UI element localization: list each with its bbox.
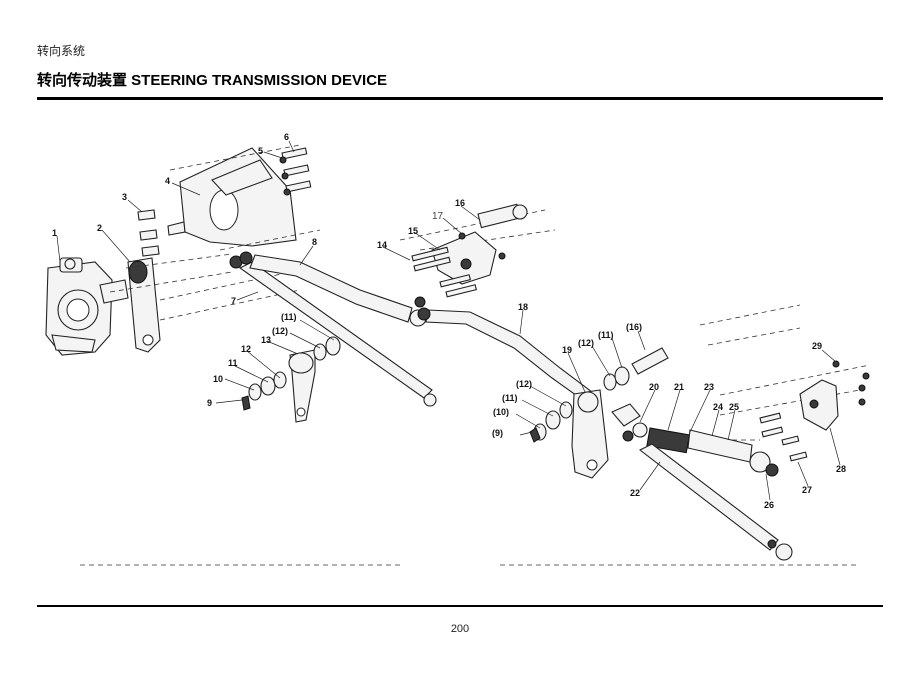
callout-16-paren: (16)	[626, 322, 642, 332]
section-label: 转向系统	[37, 44, 86, 58]
callout-3: 3	[122, 192, 127, 202]
callout-11-paren-left: (11)	[281, 312, 297, 322]
callout-25: 25	[729, 402, 739, 412]
steering-arm-19	[571, 389, 609, 479]
lower-link-22	[638, 443, 793, 561]
page-number: 200	[450, 623, 470, 635]
bolts-5-6	[279, 147, 312, 196]
callout-10-paren: (10)	[493, 407, 509, 417]
steering-gear	[45, 257, 129, 356]
callout-28: 28	[836, 464, 846, 474]
leader-lines	[56, 140, 841, 501]
callout-6: 6	[284, 132, 289, 142]
callout-9: 9	[207, 398, 212, 408]
callout-14: 14	[377, 240, 387, 250]
washers-left	[241, 336, 341, 411]
callout-27: 27	[802, 485, 812, 495]
washers-right	[529, 347, 669, 443]
callout-17: 17	[432, 211, 444, 222]
callout-11-paren-right: (11)	[502, 393, 518, 403]
callout-19: 19	[562, 345, 572, 355]
tie-rod-18	[414, 296, 601, 409]
power-cylinder	[611, 403, 779, 477]
callout-22: 22	[630, 488, 640, 498]
callout-16: 16	[455, 198, 465, 208]
header-rule	[37, 97, 883, 100]
bracket-28	[759, 360, 870, 462]
relay-rod-8	[239, 251, 427, 327]
callout-labels: 1 2 3 4 5 6 7 8 9 10 11 12 13 (12) (11) …	[52, 132, 846, 510]
callout-11: 11	[228, 358, 238, 368]
callout-18: 18	[518, 302, 528, 312]
callout-12-paren-top: (12)	[578, 338, 594, 348]
callout-12-paren-right: (12)	[516, 379, 532, 389]
center-bracket	[411, 203, 528, 298]
callout-24: 24	[713, 402, 723, 412]
callout-7: 7	[231, 296, 236, 306]
callout-12-paren-left: (12)	[272, 326, 288, 336]
bolts-3	[137, 209, 186, 257]
callout-23: 23	[704, 382, 714, 392]
bracket-4	[179, 147, 297, 247]
callout-5: 5	[258, 146, 263, 156]
callout-4: 4	[165, 176, 170, 186]
page-title: 转向传动装置 STEERING TRANSMISSION DEVICE	[37, 72, 388, 89]
footer-rule	[37, 605, 883, 607]
callout-12: 12	[241, 344, 251, 354]
callout-11-paren-top: (11)	[598, 330, 614, 340]
callout-13: 13	[261, 335, 271, 345]
callout-9-paren: (9)	[492, 428, 503, 438]
callout-29: 29	[812, 341, 822, 351]
callout-26: 26	[764, 500, 774, 510]
callout-21: 21	[674, 382, 684, 392]
callout-10: 10	[213, 374, 223, 384]
callout-8: 8	[312, 237, 317, 247]
pitman-arm	[127, 257, 161, 353]
callout-1: 1	[52, 228, 57, 238]
idler-arm-13	[288, 349, 316, 423]
callout-20: 20	[649, 382, 659, 392]
callout-15: 15	[408, 226, 418, 236]
callout-2: 2	[97, 223, 102, 233]
